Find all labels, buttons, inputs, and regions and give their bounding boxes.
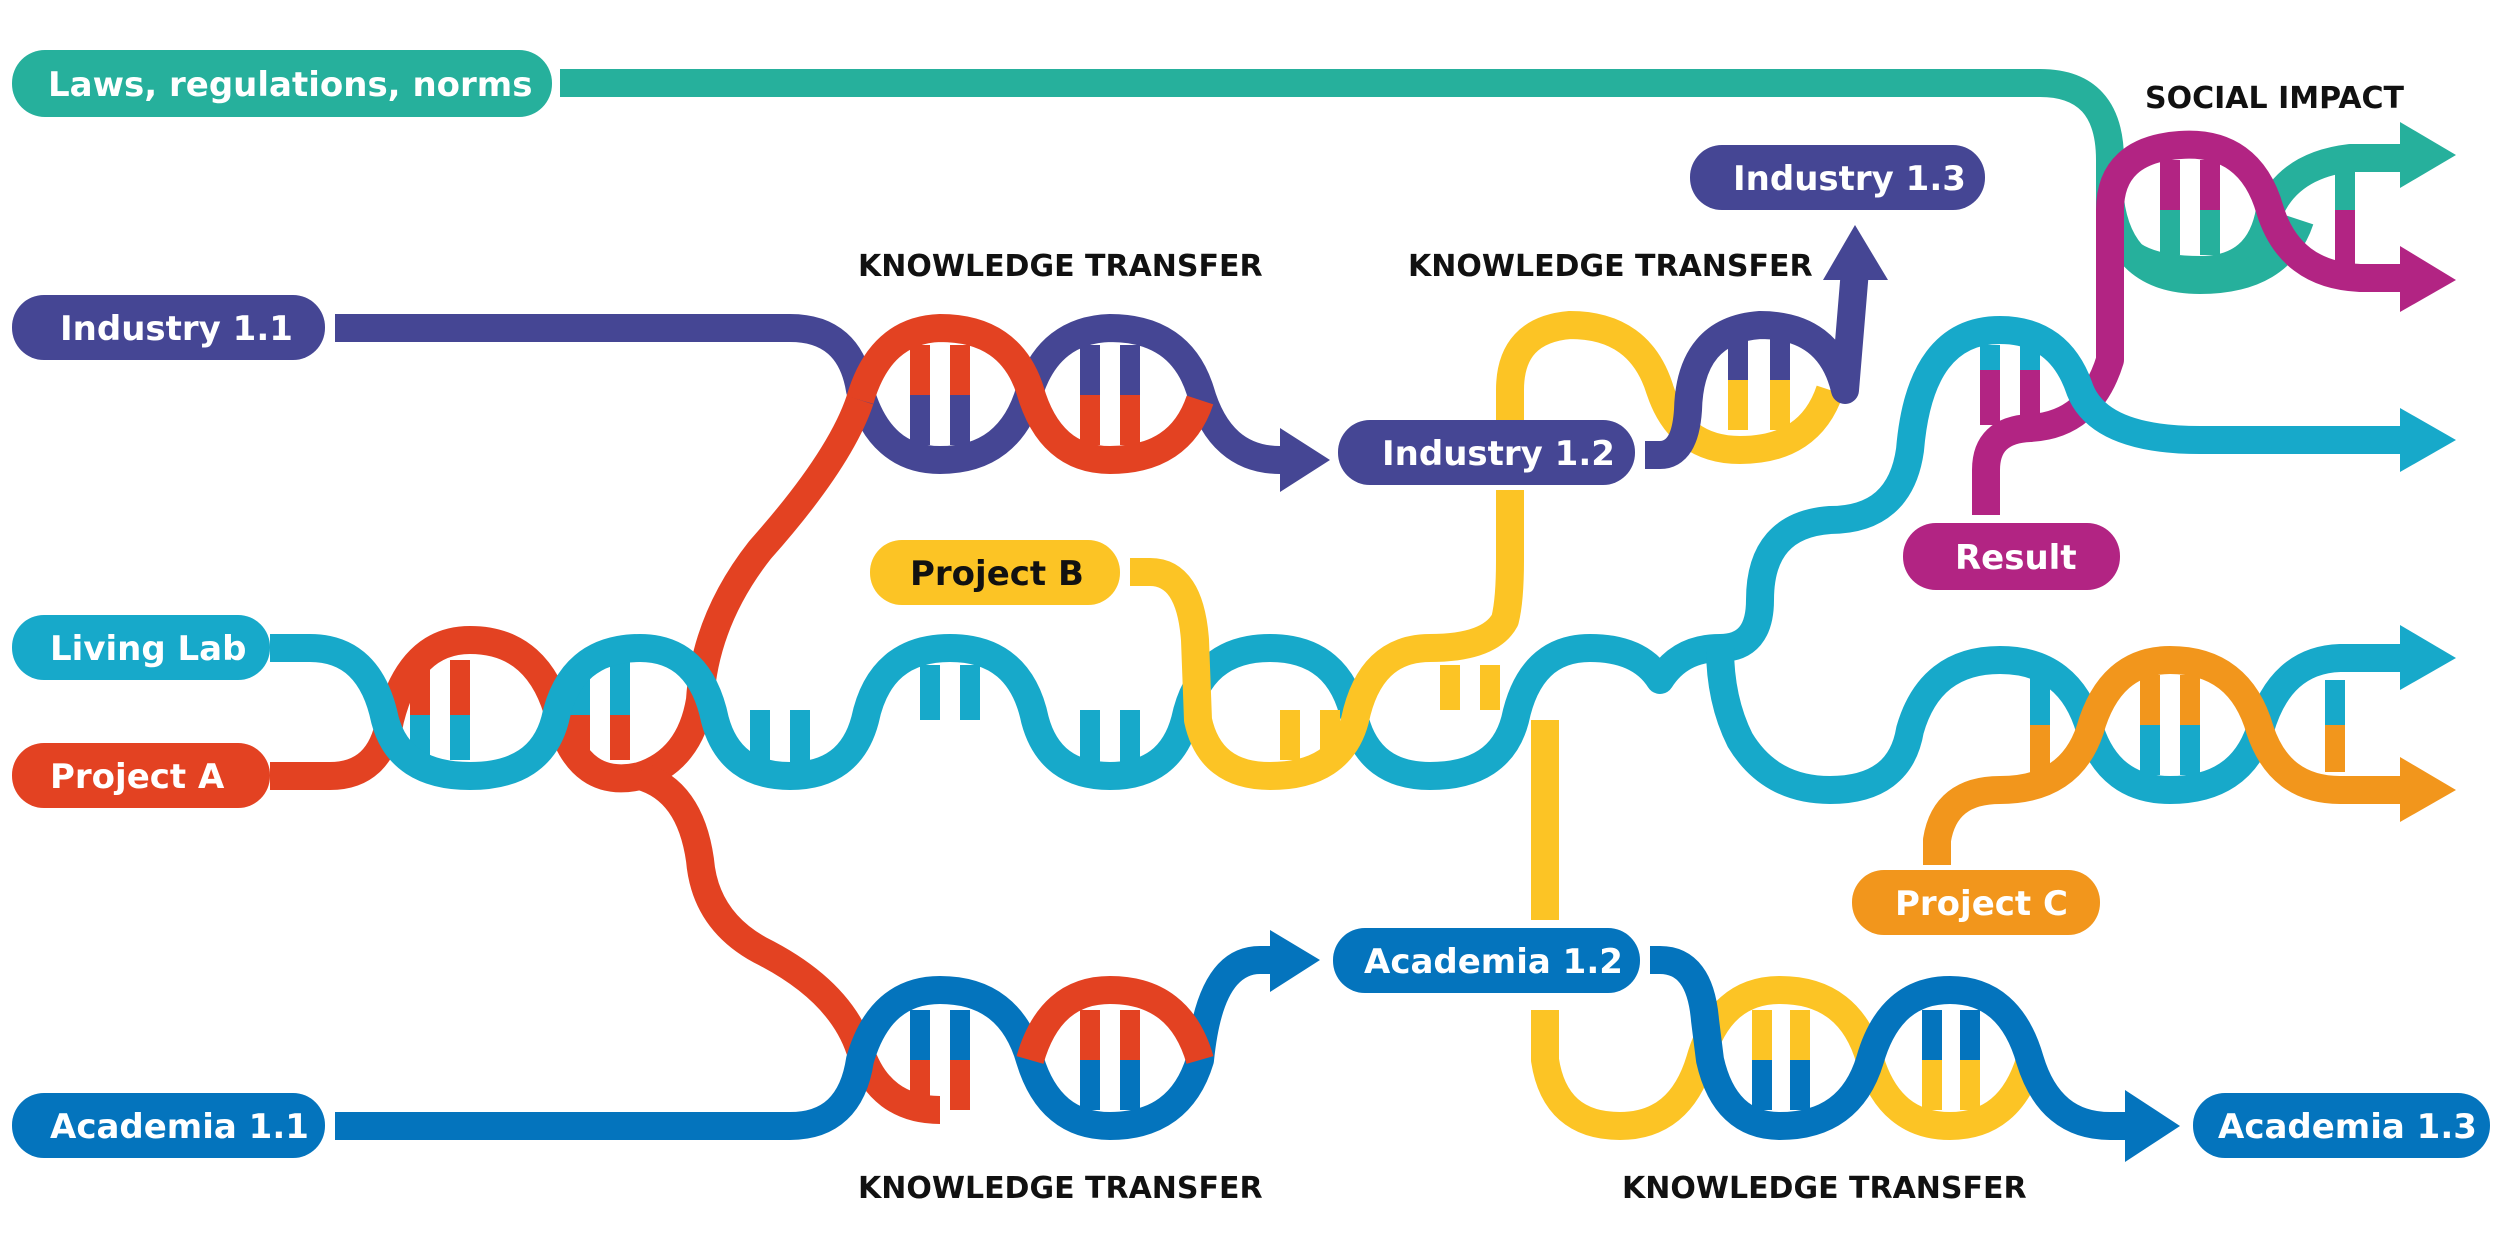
living-lab-pill [12, 615, 270, 680]
strand-living-lab [270, 316, 2456, 804]
arrow-right-icon [2400, 757, 2456, 822]
node-industry-1-1[interactable]: Industry 1.1 [12, 295, 325, 360]
node-living-lab[interactable]: Living Lab [12, 615, 270, 680]
project-c-strand [1923, 646, 2400, 865]
node-project-a[interactable]: Project A [12, 743, 270, 808]
strand-project-a [270, 395, 941, 1124]
academia-1-3-pill [2193, 1093, 2490, 1158]
project-b-upper-strand [1496, 311, 1844, 464]
academia-1-2-pill [1333, 928, 1640, 993]
red-lower-strand [1016, 976, 1214, 1065]
project-a-label: Project A [50, 757, 225, 797]
heading-social-impact: SOCIAL IMPACT [2145, 81, 2405, 116]
arrow-right-icon [1270, 930, 1320, 992]
node-academia-1-2[interactable]: Academia 1.2 [1333, 928, 1640, 993]
arrow-right-icon [2400, 625, 2456, 690]
arrow-right-icon [2125, 1090, 2180, 1162]
strand-industry-1-2 [1645, 225, 1888, 469]
arrow-up-icon [1823, 225, 1888, 280]
industry-1-2-strand [1645, 268, 1869, 469]
node-industry-1-3[interactable]: Industry 1.3 [1690, 145, 1985, 210]
result-strand [1972, 130, 2400, 515]
node-result[interactable]: Result [1903, 523, 2120, 590]
industry-1-1-label: Industry 1.1 [60, 309, 293, 349]
node-academia-1-1[interactable]: Academia 1.1 [12, 1093, 325, 1158]
arrow-right-icon [2400, 246, 2456, 312]
strand-industry-1-1 [335, 314, 1330, 492]
academia-1-1-pill [12, 1093, 325, 1158]
node-project-b[interactable]: Project B [870, 540, 1120, 605]
strand-result [1972, 130, 2456, 515]
node-academia-1-3[interactable]: Academia 1.3 [2193, 1093, 2490, 1158]
heading-knowledge-transfer-top-left: KNOWLEDGE TRANSFER [858, 249, 1263, 284]
laws-label: Laws, regulations, norms [48, 65, 532, 105]
industry-1-1-pill [12, 295, 325, 360]
result-label: Result [1955, 538, 2077, 578]
academia-1-2-strand [1646, 946, 2130, 1140]
industry-1-3-pill [1690, 145, 1985, 210]
academia-1-1-label: Academia 1.1 [50, 1107, 309, 1147]
arrow-right-icon [1280, 428, 1330, 492]
project-b-bottom-strand [1531, 976, 2044, 1140]
project-a-pill [12, 743, 270, 808]
strand-academia-1-2 [1646, 946, 2180, 1162]
result-rungs [1980, 345, 2040, 425]
industry-1-2-pill [1338, 420, 1635, 485]
project-a-lower-strand [635, 762, 941, 1124]
heading-knowledge-transfer-bottom-mid: KNOWLEDGE TRANSFER [1622, 1171, 2027, 1206]
project-c-pill [1852, 870, 2100, 935]
red-upper-strand [846, 314, 1214, 474]
result-pill [1903, 523, 2120, 590]
project-b-pill [870, 540, 1120, 605]
project-b-label: Project B [910, 554, 1084, 594]
node-laws[interactable]: Laws, regulations, norms [12, 50, 552, 117]
heading-knowledge-transfer-bottom-left: KNOWLEDGE TRANSFER [858, 1171, 1263, 1206]
strand-academia-1-1 [335, 930, 1320, 1140]
node-industry-1-2[interactable]: Industry 1.2 [1338, 420, 1635, 485]
project-a-strand [270, 395, 874, 793]
living-lab-lower-branch [1706, 644, 2400, 804]
strand-project-c [1923, 646, 2456, 865]
project-c-label: Project C [1895, 884, 2068, 924]
project-b-strand [1130, 490, 1524, 790]
living-lab-label: Living Lab [50, 629, 246, 669]
heading-knowledge-transfer-top-mid: KNOWLEDGE TRANSFER [1408, 249, 1813, 284]
arrow-right-icon [2400, 408, 2456, 472]
industry-1-3-label: Industry 1.3 [1733, 159, 1966, 199]
arrow-right-icon [2400, 122, 2456, 188]
laws-pill [12, 50, 552, 117]
industry-1-2-label: Industry 1.2 [1382, 434, 1615, 474]
strand-project-b [1130, 311, 2044, 1140]
academia-1-3-label: Academia 1.3 [2218, 1107, 2477, 1147]
academia-1-2-label: Academia 1.2 [1364, 942, 1623, 982]
living-lab-strand [270, 316, 2400, 790]
node-project-c[interactable]: Project C [1852, 870, 2100, 935]
